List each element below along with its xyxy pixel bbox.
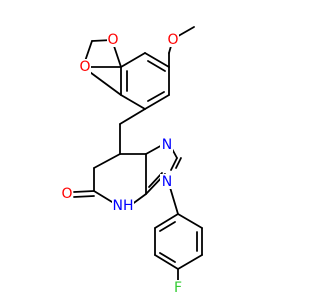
bond bbox=[93, 153, 121, 169]
ring-oxygen-left-label: O bbox=[79, 59, 90, 75]
bond bbox=[144, 52, 170, 68]
bond bbox=[177, 254, 203, 270]
bond bbox=[154, 213, 179, 229]
carbonyl-oxygen-label: O bbox=[61, 186, 72, 202]
atom-background bbox=[160, 137, 173, 152]
lactam-nh-label: NH bbox=[113, 198, 134, 214]
atom-background bbox=[79, 59, 91, 74]
methoxy-oxygen-label: O bbox=[167, 32, 178, 48]
bond bbox=[119, 108, 146, 125]
atom-background bbox=[107, 32, 119, 47]
atom-background bbox=[61, 186, 73, 201]
atom-background bbox=[160, 174, 173, 189]
imidazole-n-top-label: N bbox=[162, 137, 172, 153]
ring-oxygen-top-label: O bbox=[107, 32, 118, 48]
bond-layer bbox=[73, 26, 203, 283]
bond bbox=[73, 195, 95, 198]
atom-background bbox=[112, 198, 134, 213]
bond bbox=[144, 94, 170, 110]
bond bbox=[147, 91, 165, 102]
bond bbox=[175, 157, 182, 169]
fluorine-label: F bbox=[174, 280, 182, 296]
bond bbox=[120, 94, 146, 110]
bond bbox=[170, 157, 178, 171]
bond bbox=[73, 190, 95, 193]
bond bbox=[147, 60, 166, 72]
bond bbox=[159, 252, 176, 263]
bond bbox=[159, 221, 176, 232]
bond bbox=[148, 172, 163, 188]
atom-background bbox=[172, 280, 184, 295]
atom-background bbox=[167, 32, 179, 47]
imidazole-n-bottom-label: N bbox=[162, 174, 172, 190]
bond bbox=[154, 254, 179, 270]
bond bbox=[177, 213, 203, 229]
atom-layer: O O O N N NH O F bbox=[61, 32, 184, 296]
bond bbox=[120, 52, 146, 68]
molecule-structure: O O O N N NH O F bbox=[61, 26, 203, 296]
